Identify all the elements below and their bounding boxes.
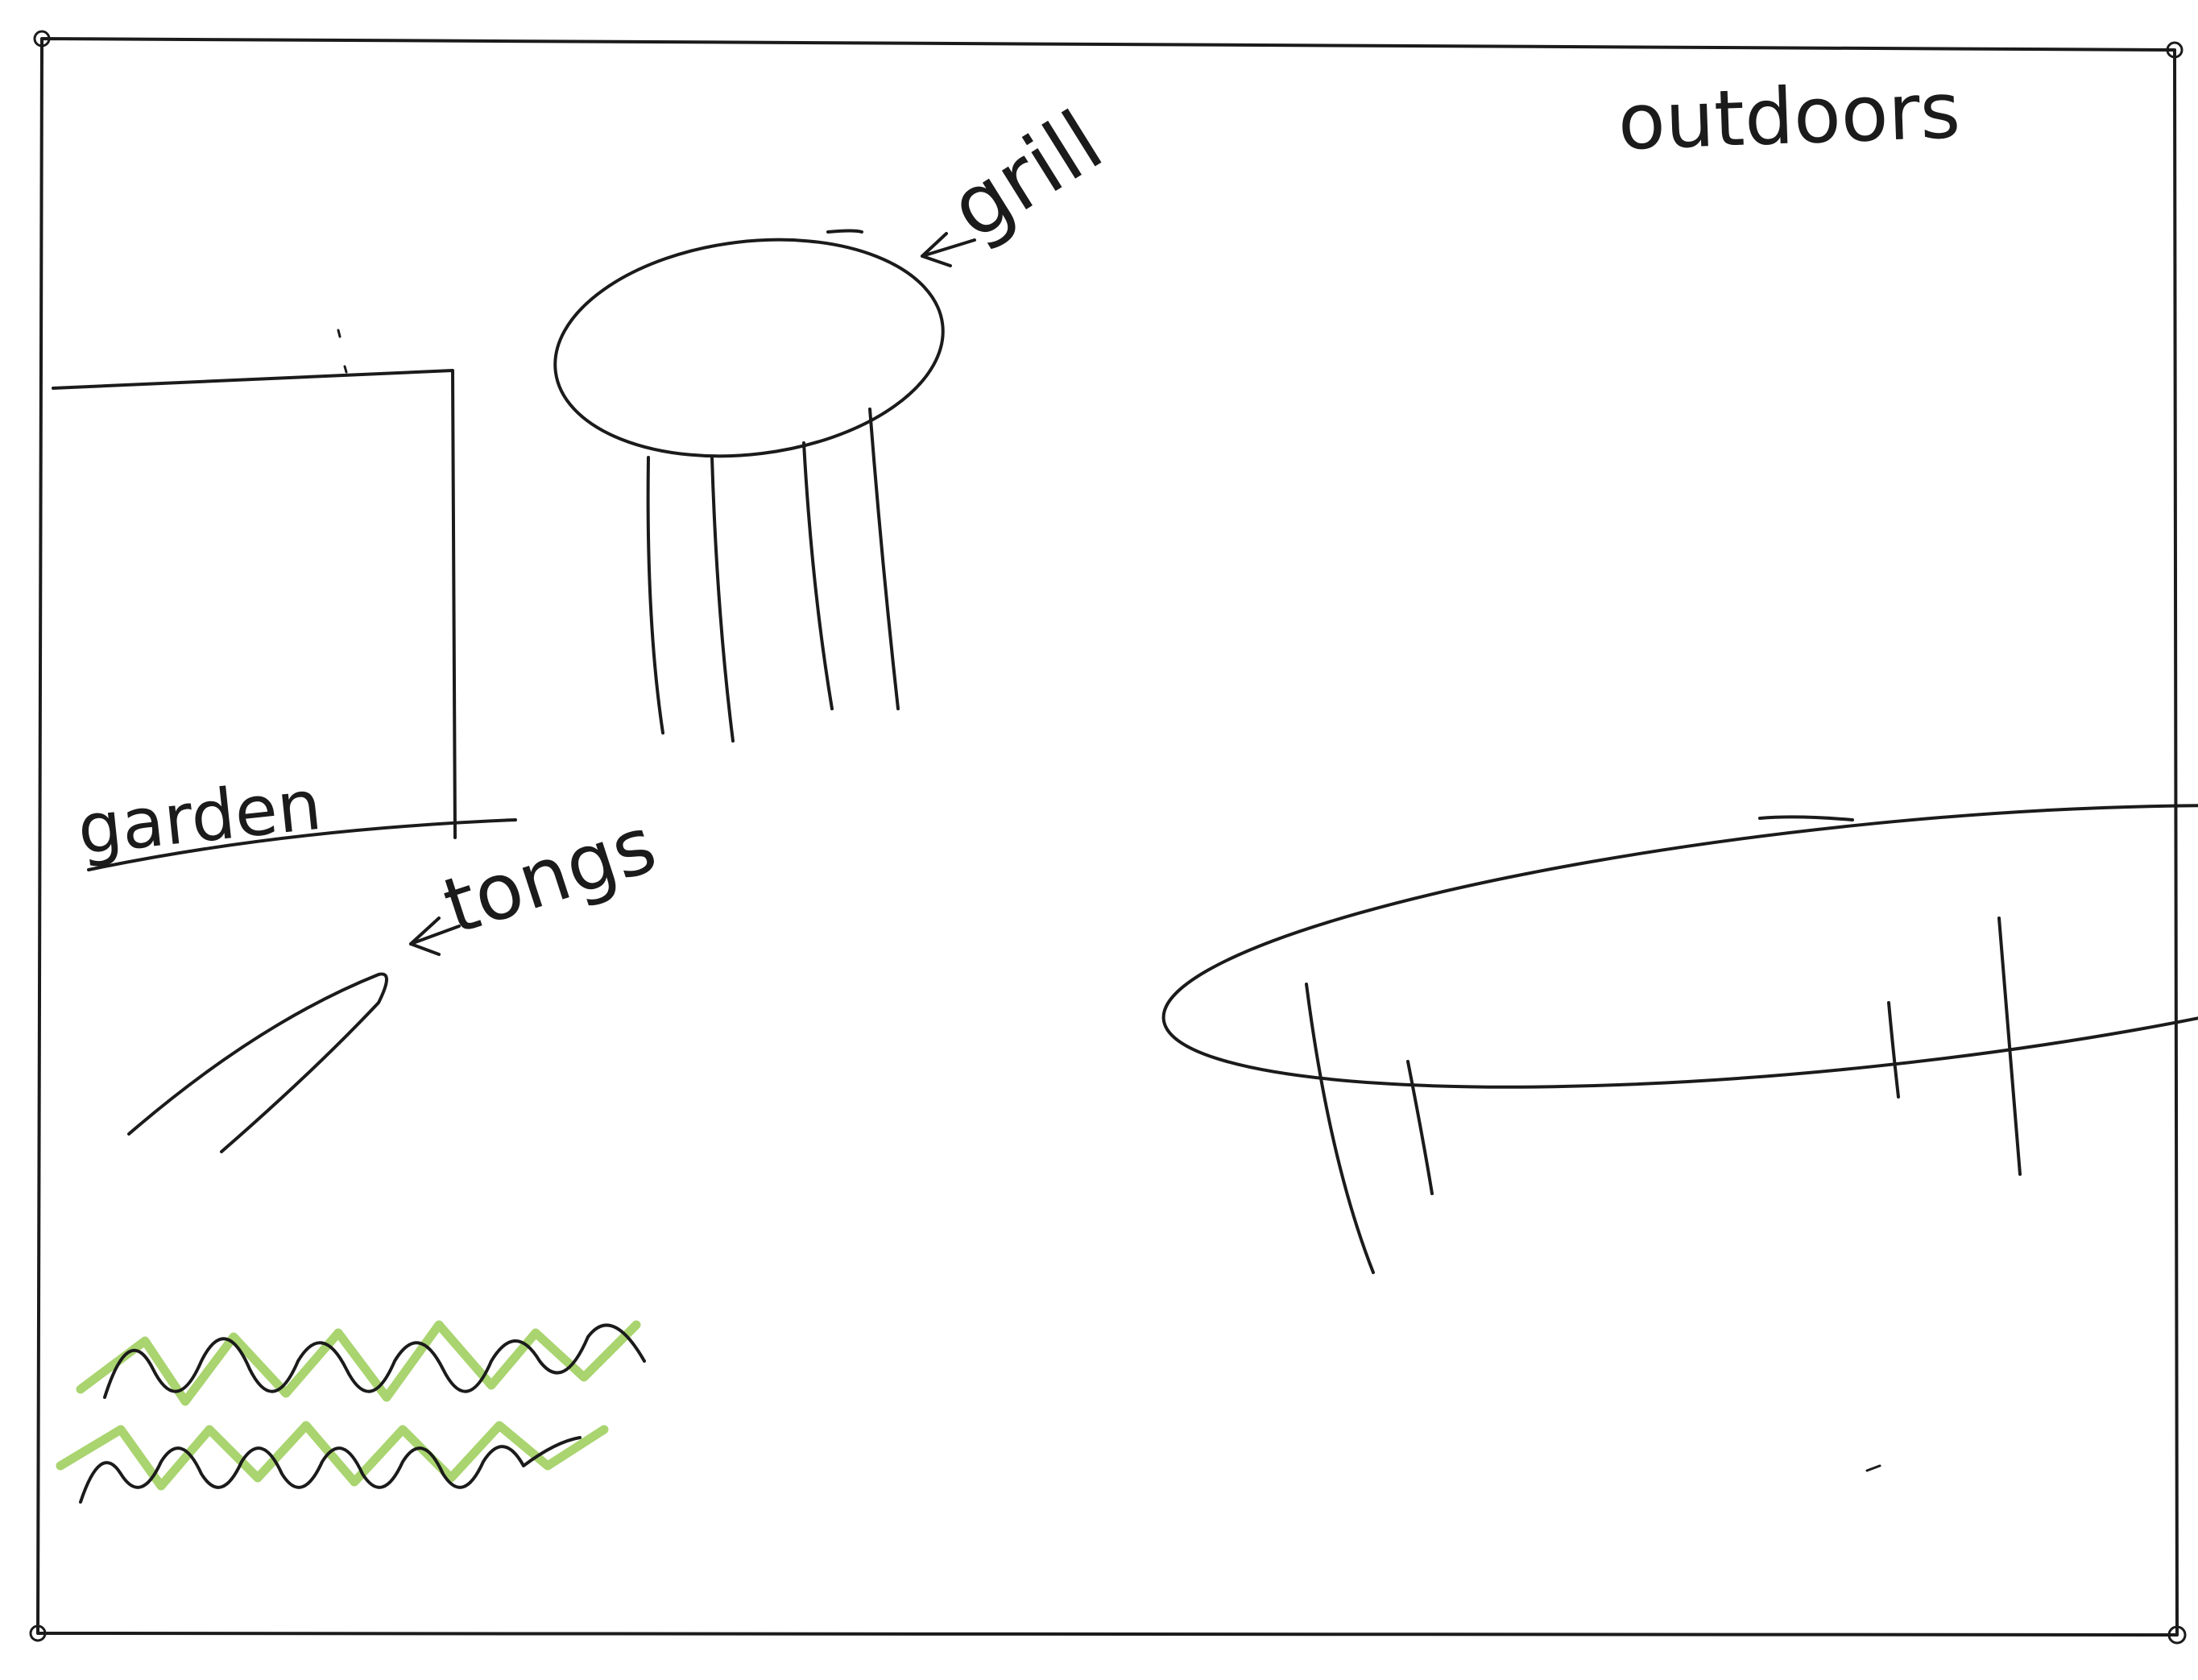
outdoors-label: outdoors [1616, 65, 1962, 168]
grill-label: grill [933, 92, 1119, 259]
stray-mark [1867, 1466, 1880, 1471]
garden-area: garden [53, 330, 515, 871]
grass-green-row-2 [60, 1426, 604, 1486]
border-frame [31, 31, 2185, 1643]
grill-drawing [543, 218, 956, 741]
tongs-drawing [129, 974, 387, 1152]
garden-label: garden [74, 765, 325, 871]
grass-green-row-1 [81, 1325, 636, 1401]
table-drawing [1151, 753, 2198, 1272]
grill-annotation: grill [922, 92, 1119, 266]
grass-drawing [60, 1325, 644, 1502]
